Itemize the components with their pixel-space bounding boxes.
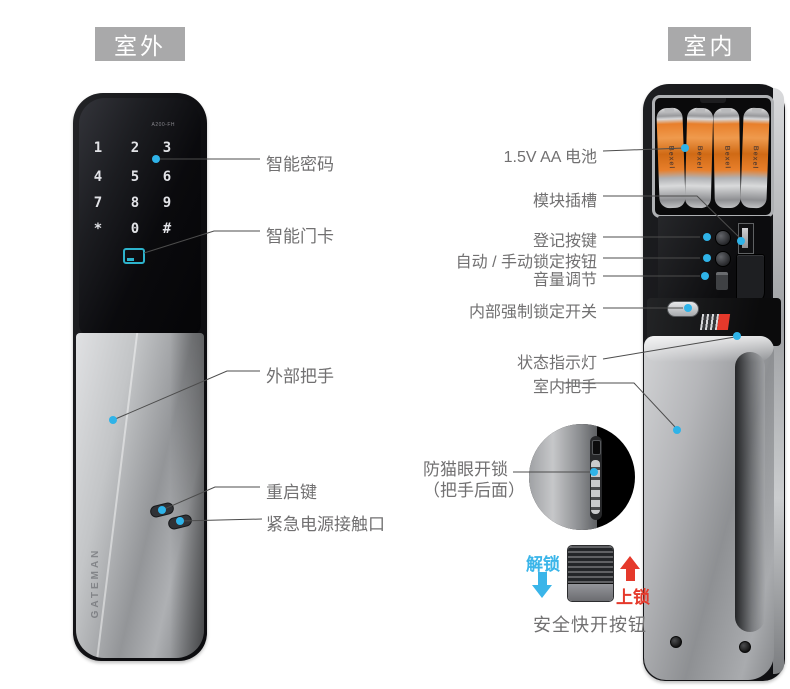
interior-lock-figure: Bexel Bexel Bexel Bexel	[643, 84, 785, 681]
anti-peephole-button-segments	[591, 460, 600, 514]
label-status-led: 状态指示灯	[516, 355, 597, 372]
keypad-key-4: 4	[93, 169, 103, 185]
lock-arrow-icon	[626, 569, 635, 581]
interior-handle	[644, 336, 774, 680]
register-button	[715, 230, 731, 246]
brand-logo-text: GATEMAN	[90, 547, 101, 619]
volume-switch	[716, 272, 728, 290]
label-smart-card: 智能门卡	[266, 227, 334, 246]
handle-shadow	[170, 333, 204, 658]
outdoor-section-badge: 室外	[95, 27, 185, 61]
keypad-key-3: 3	[162, 140, 172, 156]
inset-handle-surface	[529, 424, 597, 530]
label-force-lock: 内部强制锁定开关	[468, 304, 597, 321]
quick-open-button-graphic	[567, 545, 614, 602]
keypad-key-0: 0	[130, 221, 140, 237]
mounting-screw	[670, 636, 682, 648]
handle-back-inset	[529, 424, 635, 530]
unlock-arrow-icon	[538, 572, 547, 585]
exterior-lock-figure: A200-FH 1 2 3 4 5 6 7 8 9 * 0 # GATEMAN	[73, 93, 207, 661]
unlock-direction-label: 解锁	[526, 555, 560, 574]
auto-manual-lock-button	[715, 251, 731, 267]
lock-arrow-head-icon	[620, 556, 640, 569]
keypad-touch-panel	[79, 98, 201, 335]
keypad-key-5: 5	[130, 169, 140, 185]
battery-compartment: Bexel Bexel Bexel Bexel	[652, 95, 774, 218]
mounting-screw	[739, 641, 751, 653]
label-anti-peephole-line2: （把手后面）	[423, 481, 525, 500]
battery-cover-tab	[700, 98, 726, 103]
label-battery: 1.5V AA 电池	[503, 149, 597, 166]
label-emergency-power: 紧急电源接触口	[266, 515, 385, 534]
indoor-section-badge: 室内	[668, 27, 751, 61]
aa-battery: Bexel	[656, 107, 686, 209]
keypad-key-7: 7	[93, 195, 103, 211]
aa-battery: Bexel	[684, 107, 714, 209]
card-reader-icon	[123, 248, 145, 264]
keypad-key-star: *	[93, 221, 103, 237]
quick-open-button-label: 安全快开按钮	[533, 615, 647, 635]
keypad-key-hash: #	[162, 221, 172, 237]
label-anti-peephole-line1: 防猫眼开锁	[423, 460, 508, 479]
module-cover	[736, 254, 765, 304]
keypad-key-8: 8	[130, 195, 140, 211]
label-volume: 音量调节	[532, 272, 597, 289]
label-auto-manual-lock: 自动 / 手动锁定按钮	[455, 254, 597, 271]
aa-battery: Bexel	[740, 107, 770, 209]
aa-battery: Bexel	[713, 107, 741, 209]
keypad-key-9: 9	[162, 195, 172, 211]
module-slot	[738, 223, 754, 254]
anti-peephole-slot	[592, 440, 601, 455]
force-lock-switch	[667, 301, 699, 317]
keypad-key-2: 2	[130, 140, 140, 156]
keypad-key-1: 1	[93, 140, 103, 156]
quick-open-button-base	[568, 584, 613, 601]
unlock-arrow-head-icon	[532, 585, 552, 598]
lock-state-red-indicator	[716, 314, 731, 330]
keypad-key-6: 6	[162, 169, 172, 185]
quick-open-button-ridges	[568, 546, 613, 584]
label-exterior-handle: 外部把手	[266, 367, 334, 386]
label-reset-key: 重启键	[266, 483, 317, 502]
label-module-slot: 模块插槽	[532, 193, 597, 210]
model-number-text: A200-FH	[151, 122, 175, 128]
handle-groove	[735, 352, 765, 632]
label-interior-handle: 室内把手	[532, 379, 597, 396]
lock-direction-label: 上锁	[616, 588, 650, 607]
control-panel	[658, 216, 771, 304]
label-register-button: 登记按键	[532, 233, 597, 250]
label-smart-password: 智能密码	[266, 155, 334, 174]
label-anti-peephole: 防猫眼开锁 （把手后面）	[423, 459, 525, 501]
interior-lock-side-edge	[773, 88, 784, 674]
